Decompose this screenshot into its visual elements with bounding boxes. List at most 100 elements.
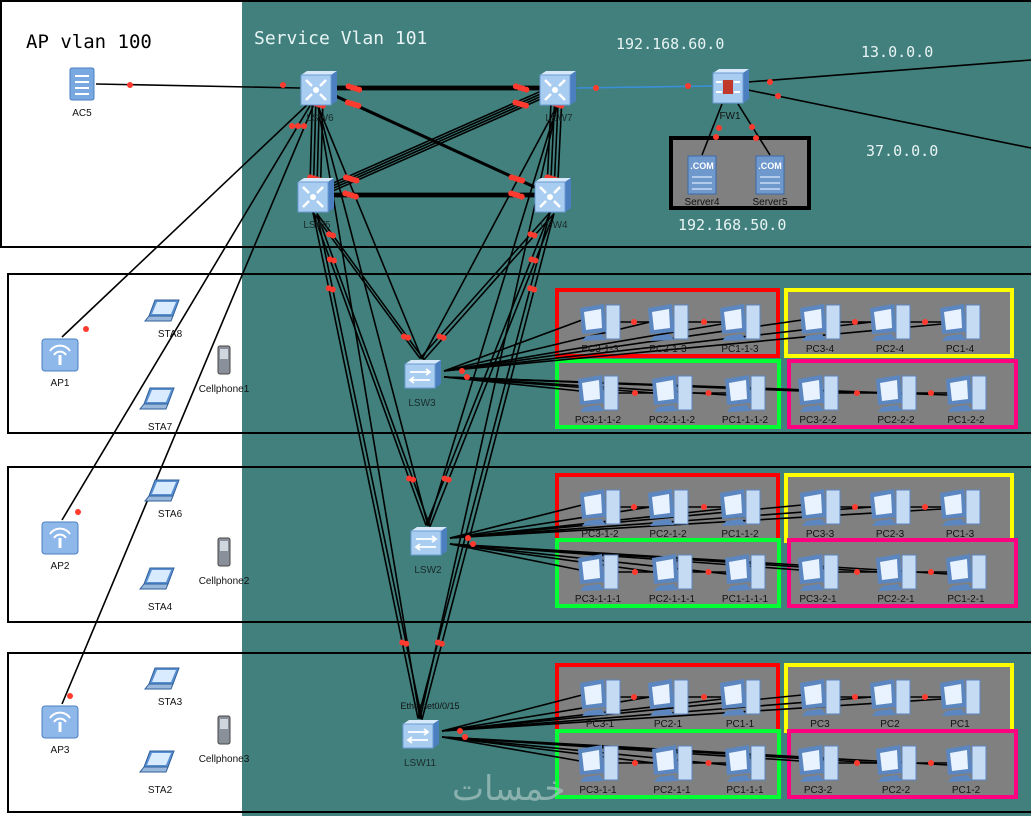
device-label: PC3-2 xyxy=(804,785,833,796)
port-indicator xyxy=(438,640,445,647)
port-indicator xyxy=(632,569,638,575)
pc-icon[interactable] xyxy=(946,745,987,782)
port-indicator xyxy=(631,504,637,510)
pc-icon[interactable] xyxy=(578,554,619,591)
laptop-icon[interactable] xyxy=(143,299,180,322)
device-label: PC1-4 xyxy=(946,344,975,355)
port-indicator xyxy=(522,102,529,109)
port-indicator xyxy=(470,541,476,547)
pc-icon[interactable] xyxy=(876,554,917,591)
pc-icon[interactable] xyxy=(720,489,761,526)
device-label: PC1-1-1 xyxy=(726,785,764,796)
laptop-icon[interactable] xyxy=(138,567,175,590)
pc-icon[interactable] xyxy=(580,489,621,526)
device-label: PC1-1 xyxy=(726,719,755,730)
pc-icon[interactable] xyxy=(578,375,619,412)
device-label: LSW6 xyxy=(306,113,334,124)
pc-icon[interactable] xyxy=(876,745,917,782)
firewall-icon[interactable] xyxy=(712,69,749,104)
pc-icon[interactable] xyxy=(800,489,841,526)
access-point-icon[interactable] xyxy=(41,521,79,555)
pc-icon[interactable] xyxy=(725,375,766,412)
port-indicator xyxy=(352,193,359,200)
pc-icon[interactable] xyxy=(946,375,987,412)
pc-icon[interactable] xyxy=(652,745,693,782)
pc-icon[interactable] xyxy=(940,489,981,526)
access-point-icon[interactable] xyxy=(41,338,79,372)
access-switch-icon[interactable] xyxy=(404,360,441,389)
pc-icon[interactable] xyxy=(652,554,693,591)
laptop-icon[interactable] xyxy=(143,479,180,502)
server-icon[interactable]: .COM xyxy=(687,155,717,195)
port-indicator xyxy=(531,286,538,293)
pc-icon[interactable] xyxy=(580,679,621,716)
pc-icon[interactable] xyxy=(725,554,766,591)
pc-icon[interactable] xyxy=(720,679,761,716)
device-label: PC1-1-1-1 xyxy=(722,594,769,605)
access-point-icon[interactable] xyxy=(41,705,79,739)
pc-icon[interactable] xyxy=(648,679,689,716)
access-switch-icon[interactable] xyxy=(410,527,447,556)
core-switch-icon[interactable] xyxy=(297,178,334,213)
pc-icon[interactable] xyxy=(798,745,839,782)
link xyxy=(61,103,309,338)
pc-icon[interactable] xyxy=(940,304,981,341)
core-switch-icon[interactable] xyxy=(300,71,337,106)
cellphone-icon[interactable] xyxy=(217,345,231,375)
laptop-icon[interactable] xyxy=(138,387,175,410)
device-label: STA6 xyxy=(158,509,183,520)
link xyxy=(441,736,655,764)
pc-icon[interactable] xyxy=(876,375,917,412)
core-switch-icon[interactable] xyxy=(534,178,571,213)
subnet-fw-lan: 192.168.60.0 xyxy=(616,35,724,53)
device-label: PC3-1-1 xyxy=(579,785,617,796)
top-zone-box xyxy=(0,0,1031,248)
pc-icon[interactable] xyxy=(870,489,911,526)
port-indicator xyxy=(854,760,860,766)
port-indicator xyxy=(632,760,638,766)
server-icon[interactable]: .COM xyxy=(755,155,785,195)
subnet-wan1: 13.0.0.0 xyxy=(861,43,933,61)
device-label: AP1 xyxy=(51,378,70,389)
pc-icon[interactable] xyxy=(800,304,841,341)
pc-icon[interactable] xyxy=(870,304,911,341)
access-controller-icon[interactable] xyxy=(69,67,95,101)
port-indicator xyxy=(330,257,337,264)
device-label: LSW5 xyxy=(303,220,331,231)
pc-icon[interactable] xyxy=(798,554,839,591)
device-label: PC1-3 xyxy=(946,529,975,540)
link xyxy=(421,105,558,360)
link xyxy=(747,89,1031,149)
link xyxy=(61,103,315,705)
pc-icon[interactable] xyxy=(580,304,621,341)
device-label: PC2-2-2 xyxy=(877,415,915,426)
laptop-icon[interactable] xyxy=(138,750,175,773)
pc-icon[interactable] xyxy=(720,304,761,341)
device-label: STA8 xyxy=(158,329,183,340)
access-switch-icon[interactable] xyxy=(402,720,439,749)
pc-icon[interactable] xyxy=(798,375,839,412)
pc-icon[interactable] xyxy=(725,745,766,782)
core-switch-icon[interactable] xyxy=(539,71,576,106)
pc-icon[interactable] xyxy=(870,679,911,716)
device-label: Cellphone1 xyxy=(199,384,250,395)
port-indicator xyxy=(749,124,755,130)
pc-icon[interactable] xyxy=(648,304,689,341)
device-label: PC2-1-1-2 xyxy=(649,415,696,426)
pc-icon[interactable] xyxy=(800,679,841,716)
link xyxy=(443,376,949,396)
port-indicator xyxy=(523,86,530,93)
pc-icon[interactable] xyxy=(578,745,619,782)
port-indicator xyxy=(928,390,934,396)
pc-icon[interactable] xyxy=(946,554,987,591)
device-label: PC2-1-1-1 xyxy=(649,594,696,605)
cellphone-icon[interactable] xyxy=(217,537,231,567)
laptop-icon[interactable] xyxy=(143,667,180,690)
link xyxy=(443,323,943,372)
device-label: PC3-1-3 xyxy=(581,344,619,355)
pc-icon[interactable] xyxy=(652,375,693,412)
cellphone-icon[interactable] xyxy=(217,715,231,745)
pc-icon[interactable] xyxy=(648,489,689,526)
pc-icon[interactable] xyxy=(940,679,981,716)
device-label: PC2-1-2 xyxy=(649,529,687,540)
